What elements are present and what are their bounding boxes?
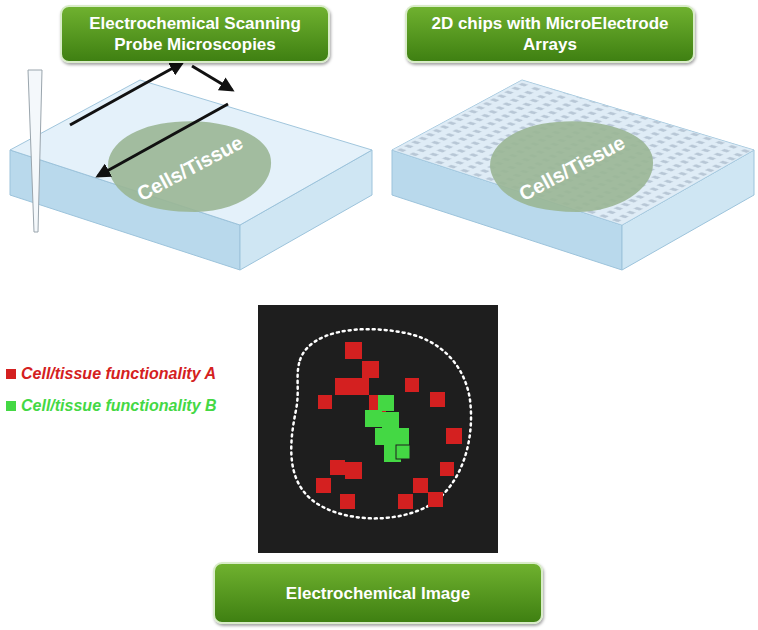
header-text: Electrochemical Scanning Probe Microscop…: [62, 9, 328, 59]
legend-row: Cell/tissue functionality A: [6, 365, 216, 383]
header-box: 2D chips with MicroElectrode Arrays: [405, 5, 695, 63]
escpm-slab: [10, 63, 372, 270]
mea-chip: [392, 80, 754, 270]
header-text: 2D chips with MicroElectrode Arrays: [407, 9, 693, 59]
header-box: Electrochemical Scanning Probe Microscop…: [60, 5, 330, 63]
legend-text: Cell/tissue functionality A: [21, 365, 216, 383]
legend-text: Cell/tissue functionality B: [21, 397, 217, 415]
legend-row: Cell/tissue functionality B: [6, 397, 217, 415]
legend-swatch: [6, 369, 16, 379]
electrochemical-image: [258, 305, 498, 553]
header-box: Electrochemical Image: [213, 562, 543, 624]
legend-swatch: [6, 401, 16, 411]
header-text: Electrochemical Image: [276, 579, 480, 608]
